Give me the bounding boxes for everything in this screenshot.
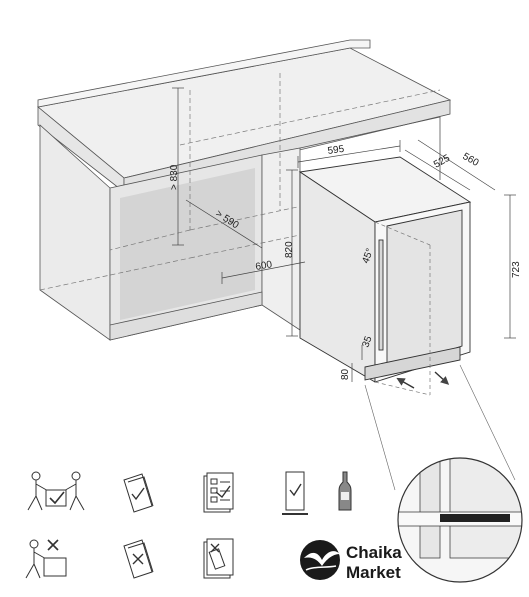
bottle-icon: [338, 471, 352, 511]
dim-vent-gap: 35: [360, 334, 374, 349]
dim-unit-depth-body: 525: [432, 153, 452, 171]
checklist-manual-icon: [203, 472, 234, 513]
brand-line-2: Market: [346, 563, 401, 582]
door-swing: [374, 221, 431, 396]
dim-door-angle: 45°: [360, 247, 376, 265]
dim-unit-width: 595: [327, 144, 345, 157]
upright-transport-icon: [282, 471, 308, 515]
airflow-arrows: [396, 371, 450, 389]
tilted-transport-cross-icon: [203, 538, 234, 579]
wine-cooler: [298, 156, 472, 383]
manual-check-icon: [123, 473, 154, 513]
single-person-lift-cross-icon: [25, 539, 67, 579]
kitchen-cabinet: [37, 39, 452, 341]
brand-line-1: Chaika: [346, 543, 402, 562]
chaika-market-logo: Chaika Market: [300, 540, 402, 582]
zoom-callout: [364, 364, 523, 583]
dim-unit-depth-total: 560: [461, 151, 481, 169]
dim-unit-height: 723: [511, 261, 522, 278]
dim-plinth-height: 80: [340, 368, 351, 380]
two-person-lift-icon: [27, 471, 85, 511]
dimension-lines: [172, 87, 516, 382]
hidden-edges: [39, 73, 441, 291]
seagull-logo-icon: [300, 540, 340, 580]
dim-niche-width: 600: [255, 259, 274, 273]
dim-niche-height: 820: [284, 241, 295, 258]
manual-cross-icon: [123, 539, 154, 579]
dim-counter-height: > 830: [169, 164, 180, 190]
